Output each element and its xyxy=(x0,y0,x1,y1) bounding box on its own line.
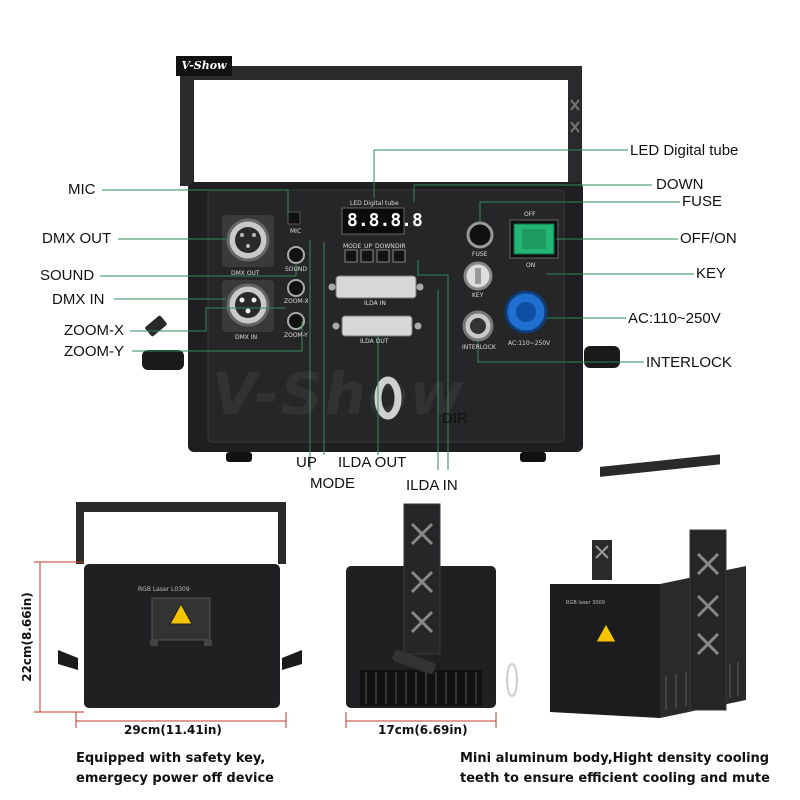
callout-dir: DIR xyxy=(442,410,468,427)
up-button[interactable] xyxy=(360,249,374,263)
panel-label-mode: MODE xyxy=(343,243,362,250)
panel-label-dmx-in: DMX IN xyxy=(235,334,258,341)
ilda-in-port[interactable] xyxy=(335,275,417,299)
callout-ilda-in: ILDA IN xyxy=(406,477,458,494)
side-model-label: RGB laser 3009 xyxy=(566,600,605,606)
led-digital-tube xyxy=(341,207,405,235)
caption-right-line2: teeth to ensure efficient cooling and mu… xyxy=(460,771,770,786)
panel-label-mic: MIC xyxy=(290,228,302,235)
panel-label-fuse: FUSE xyxy=(472,251,488,258)
callout-led-digital-tube: LED Digital tube xyxy=(630,142,739,159)
callout-lines xyxy=(100,149,694,470)
zoom-y-knob[interactable] xyxy=(287,312,305,330)
carry-handle xyxy=(180,66,582,186)
callout-dmx-in: DMX IN xyxy=(52,291,105,308)
led-display-digits: 8.8.8.8 xyxy=(347,210,423,231)
callout-interlock: INTERLOCK xyxy=(646,354,732,371)
panel-label-interlock: INTERLOCK xyxy=(462,344,496,351)
caption-left-line2: emergecy power off device xyxy=(76,771,274,786)
callout-dmx-out: DMX OUT xyxy=(42,230,112,247)
fuse-holder[interactable] xyxy=(466,221,494,249)
mode-button[interactable] xyxy=(344,249,358,263)
dir-button[interactable] xyxy=(392,249,406,263)
callout-fuse: FUSE xyxy=(682,193,723,210)
panel-label-key: KEY xyxy=(472,292,484,299)
side-view xyxy=(346,503,518,708)
panel-label-dmx-out: DMX OUT xyxy=(231,270,260,277)
caption-left-line1: Equipped with safety key, xyxy=(76,751,266,766)
callout-mic: MIC xyxy=(68,181,96,198)
callout-down: DOWN xyxy=(656,176,704,193)
callout-zoom-x: ZOOM-X xyxy=(64,322,124,339)
callout-mode: MODE xyxy=(310,475,355,492)
callout-ac: AC:110~250V xyxy=(628,310,721,327)
callout-key: KEY xyxy=(696,265,727,282)
panel-label-sound: SOUND xyxy=(285,266,308,273)
front-model-label: RGB Laser L0309 xyxy=(138,586,190,593)
dimension-width: 29cm(11.41in) xyxy=(124,723,222,737)
panel-label-on: ON xyxy=(526,262,536,269)
watermark: V-Show xyxy=(212,360,466,428)
panel-label-dir: DIR xyxy=(395,243,406,250)
ilda-out-port[interactable] xyxy=(341,315,413,337)
callout-sound: SOUND xyxy=(40,267,95,284)
dimension-height: 22cm(8.66in) xyxy=(20,592,34,682)
three-quarter-view xyxy=(550,454,746,718)
front-view xyxy=(58,502,302,708)
panel-label-up: UP xyxy=(364,243,373,250)
panel-label-ilda-out: ILDA OUT xyxy=(360,338,389,345)
dimension-lines xyxy=(34,561,497,728)
callout-ilda-out: ILDA OUT xyxy=(338,454,407,471)
panel-label-zoom-x: ZOOM-X xyxy=(284,298,309,305)
brand-logo: V-Show xyxy=(176,56,232,76)
panel-label-ac: AC:110~250V xyxy=(508,340,551,347)
callout-up: UP xyxy=(296,454,317,471)
panel-label-ilda-in: ILDA IN xyxy=(364,300,386,307)
dimension-depth: 17cm(6.69in) xyxy=(378,723,468,737)
zoom-x-knob[interactable] xyxy=(287,279,305,297)
panel-label-zoom-y: ZOOM-Y xyxy=(284,332,308,339)
down-button[interactable] xyxy=(376,249,390,263)
callout-off-on: OFF/ON xyxy=(680,230,737,247)
callout-zoom-y: ZOOM-Y xyxy=(64,343,124,360)
panel-label-led: LED Digital tube xyxy=(350,200,399,207)
caption-right-line1: Mini aluminum body,Hight density cooling xyxy=(460,751,770,766)
panel-label-down: DOWN xyxy=(375,243,395,250)
panel-label-off: OFF xyxy=(524,211,536,218)
